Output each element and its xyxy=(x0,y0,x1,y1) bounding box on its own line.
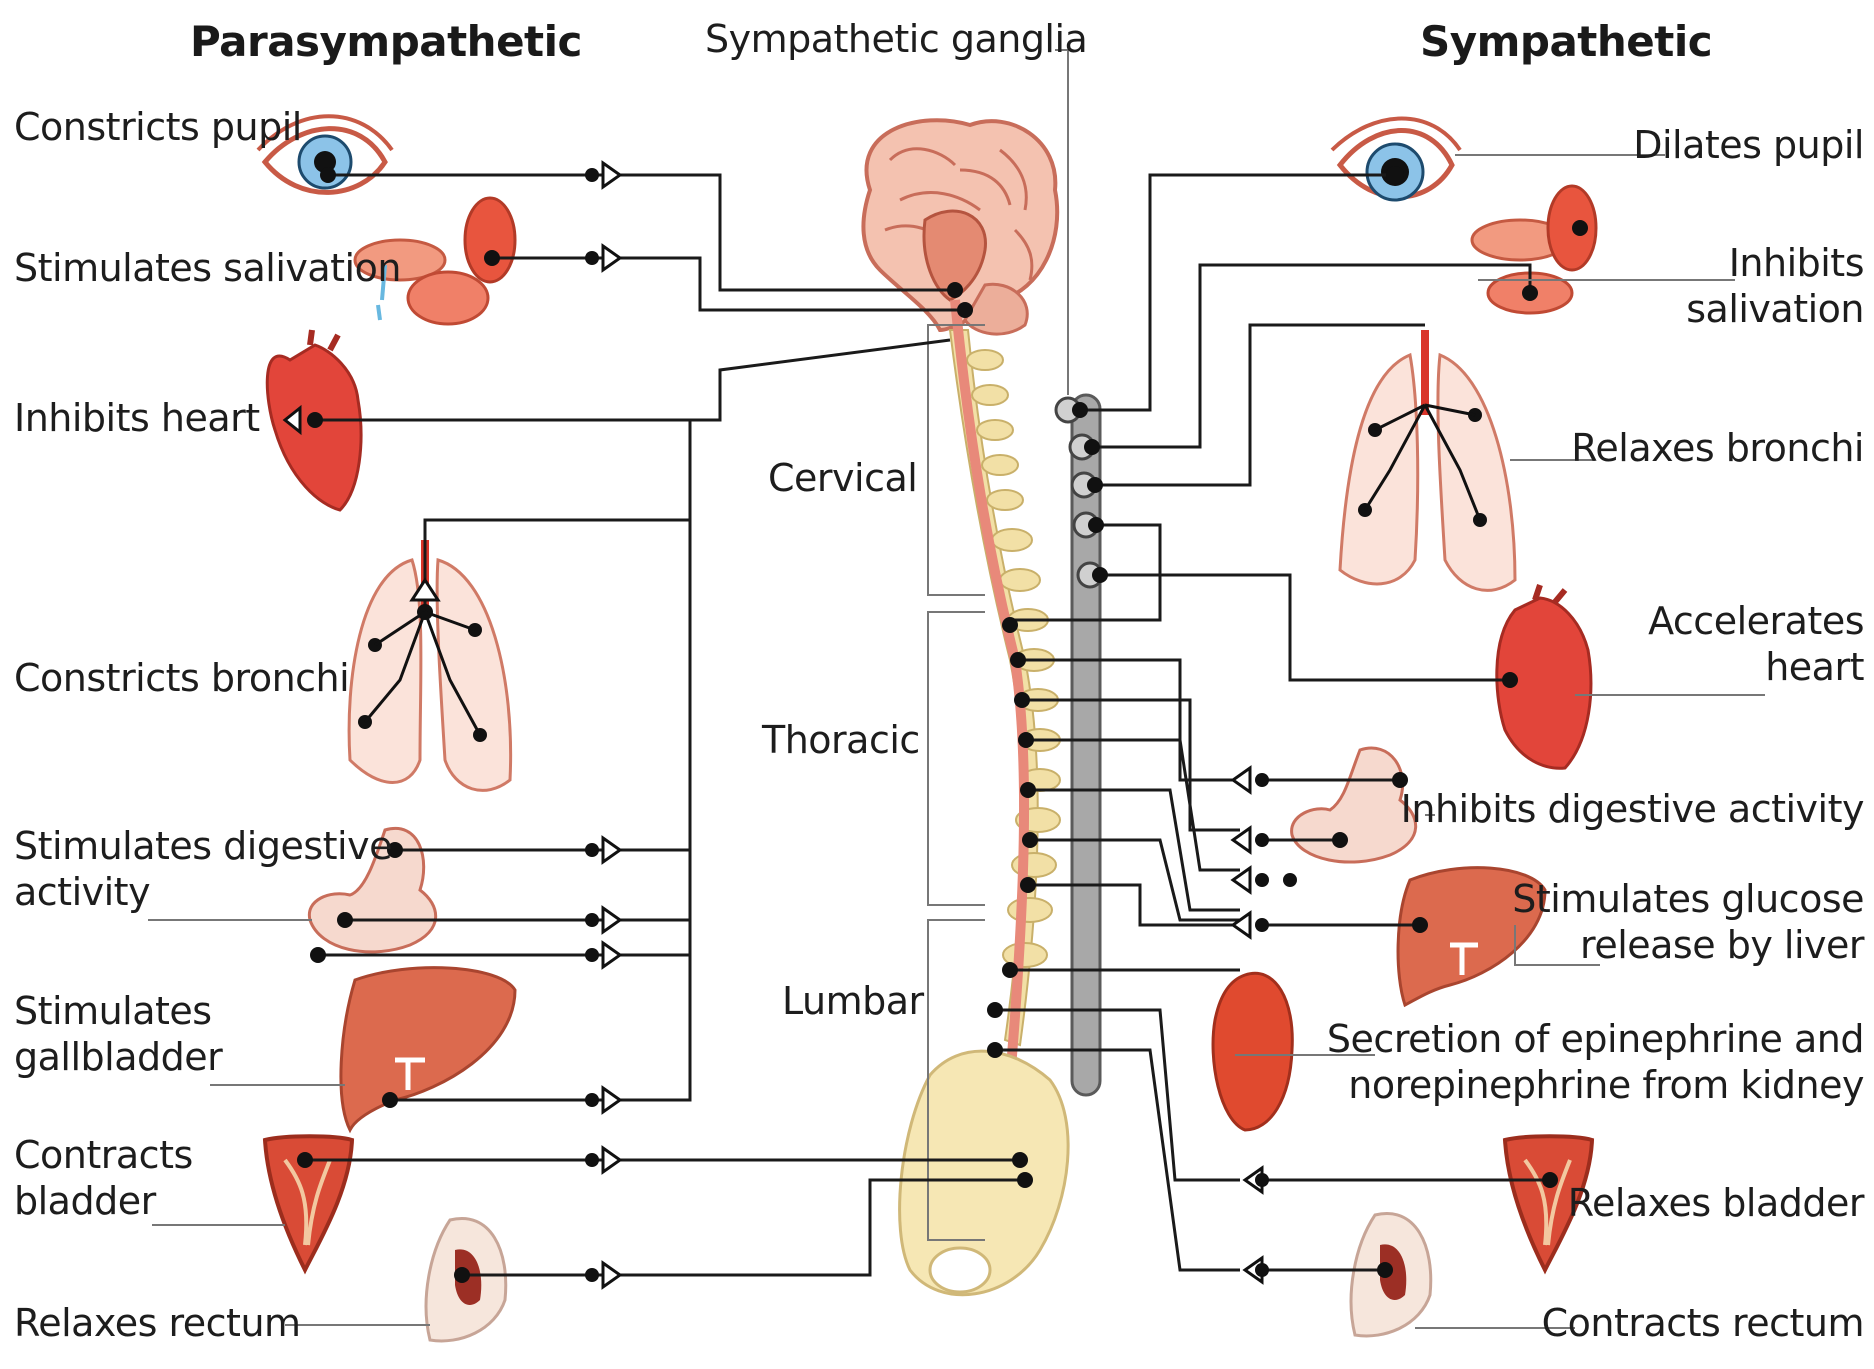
label-stimulates-digestive-line1: Stimulates digestive xyxy=(14,823,392,869)
cervical-label: Cervical xyxy=(768,455,917,501)
label-accelerates-heart: Accelerates heart xyxy=(1648,598,1864,691)
label-secretion-epinephrine-line2: norepinephrine from kidney xyxy=(1327,1062,1864,1108)
parasympathetic-header: Parasympathetic xyxy=(190,16,582,67)
thoracic-label: Thoracic xyxy=(762,717,920,763)
label-stimulates-glucose-line2: release by liver xyxy=(1512,922,1864,968)
label-contracts-bladder: Contracts bladder xyxy=(14,1132,193,1225)
label-stimulates-gallbladder: Stimulates gallbladder xyxy=(14,988,222,1081)
left-liver xyxy=(341,968,515,1130)
label-stimulates-gallbladder-line1: Stimulates xyxy=(14,988,222,1034)
label-accelerates-heart-line2: heart xyxy=(1648,644,1864,690)
spinal-column xyxy=(900,300,1069,1295)
ganglia-label: Sympathetic ganglia xyxy=(705,16,1087,62)
label-secretion-epinephrine: Secretion of epinephrine and norepinephr… xyxy=(1327,1016,1864,1109)
label-inhibits-salivation: Inhibits salivation xyxy=(1686,240,1864,333)
label-inhibits-salivation-line1: Inhibits xyxy=(1686,240,1864,286)
right-stomach xyxy=(1292,748,1416,862)
sympathetic-ganglia-chain xyxy=(1056,395,1102,1095)
label-constricts-bronchi: Constricts bronchi xyxy=(14,655,349,701)
label-stimulates-gallbladder-line2: gallbladder xyxy=(14,1034,222,1080)
label-inhibits-salivation-line2: salivation xyxy=(1686,286,1864,332)
right-eye xyxy=(1332,119,1460,201)
label-stimulates-salivation: Stimulates salivation xyxy=(14,245,401,291)
label-contracts-bladder-line1: Contracts xyxy=(14,1132,193,1178)
label-accelerates-heart-line1: Accelerates xyxy=(1648,598,1864,644)
left-lungs xyxy=(349,540,511,790)
right-lungs xyxy=(1340,330,1515,590)
right-kidney-adrenal xyxy=(1213,973,1292,1130)
sympathetic-header: Sympathetic xyxy=(1420,16,1712,67)
label-relaxes-rectum: Relaxes rectum xyxy=(14,1300,301,1346)
label-dilates-pupil: Dilates pupil xyxy=(1633,122,1864,168)
label-inhibits-digestive: Inhibits digestive activity xyxy=(1401,786,1864,832)
label-secretion-epinephrine-line1: Secretion of epinephrine and xyxy=(1327,1016,1864,1062)
lumbar-label: Lumbar xyxy=(782,978,924,1024)
label-contracts-bladder-line2: bladder xyxy=(14,1178,193,1224)
label-stimulates-glucose: Stimulates glucose release by liver xyxy=(1512,876,1864,969)
label-stimulates-digestive: Stimulates digestive activity xyxy=(14,823,392,916)
brain-illustration xyxy=(863,120,1057,334)
label-relaxes-bronchi: Relaxes bronchi xyxy=(1571,425,1864,471)
label-stimulates-digestive-line2: activity xyxy=(14,869,392,915)
label-constricts-pupil: Constricts pupil xyxy=(14,104,302,150)
label-contracts-rectum: Contracts rectum xyxy=(1542,1300,1864,1346)
label-inhibits-heart: Inhibits heart xyxy=(14,395,260,441)
label-stimulates-glucose-line1: Stimulates glucose xyxy=(1512,876,1864,922)
label-relaxes-bladder: Relaxes bladder xyxy=(1568,1180,1864,1226)
